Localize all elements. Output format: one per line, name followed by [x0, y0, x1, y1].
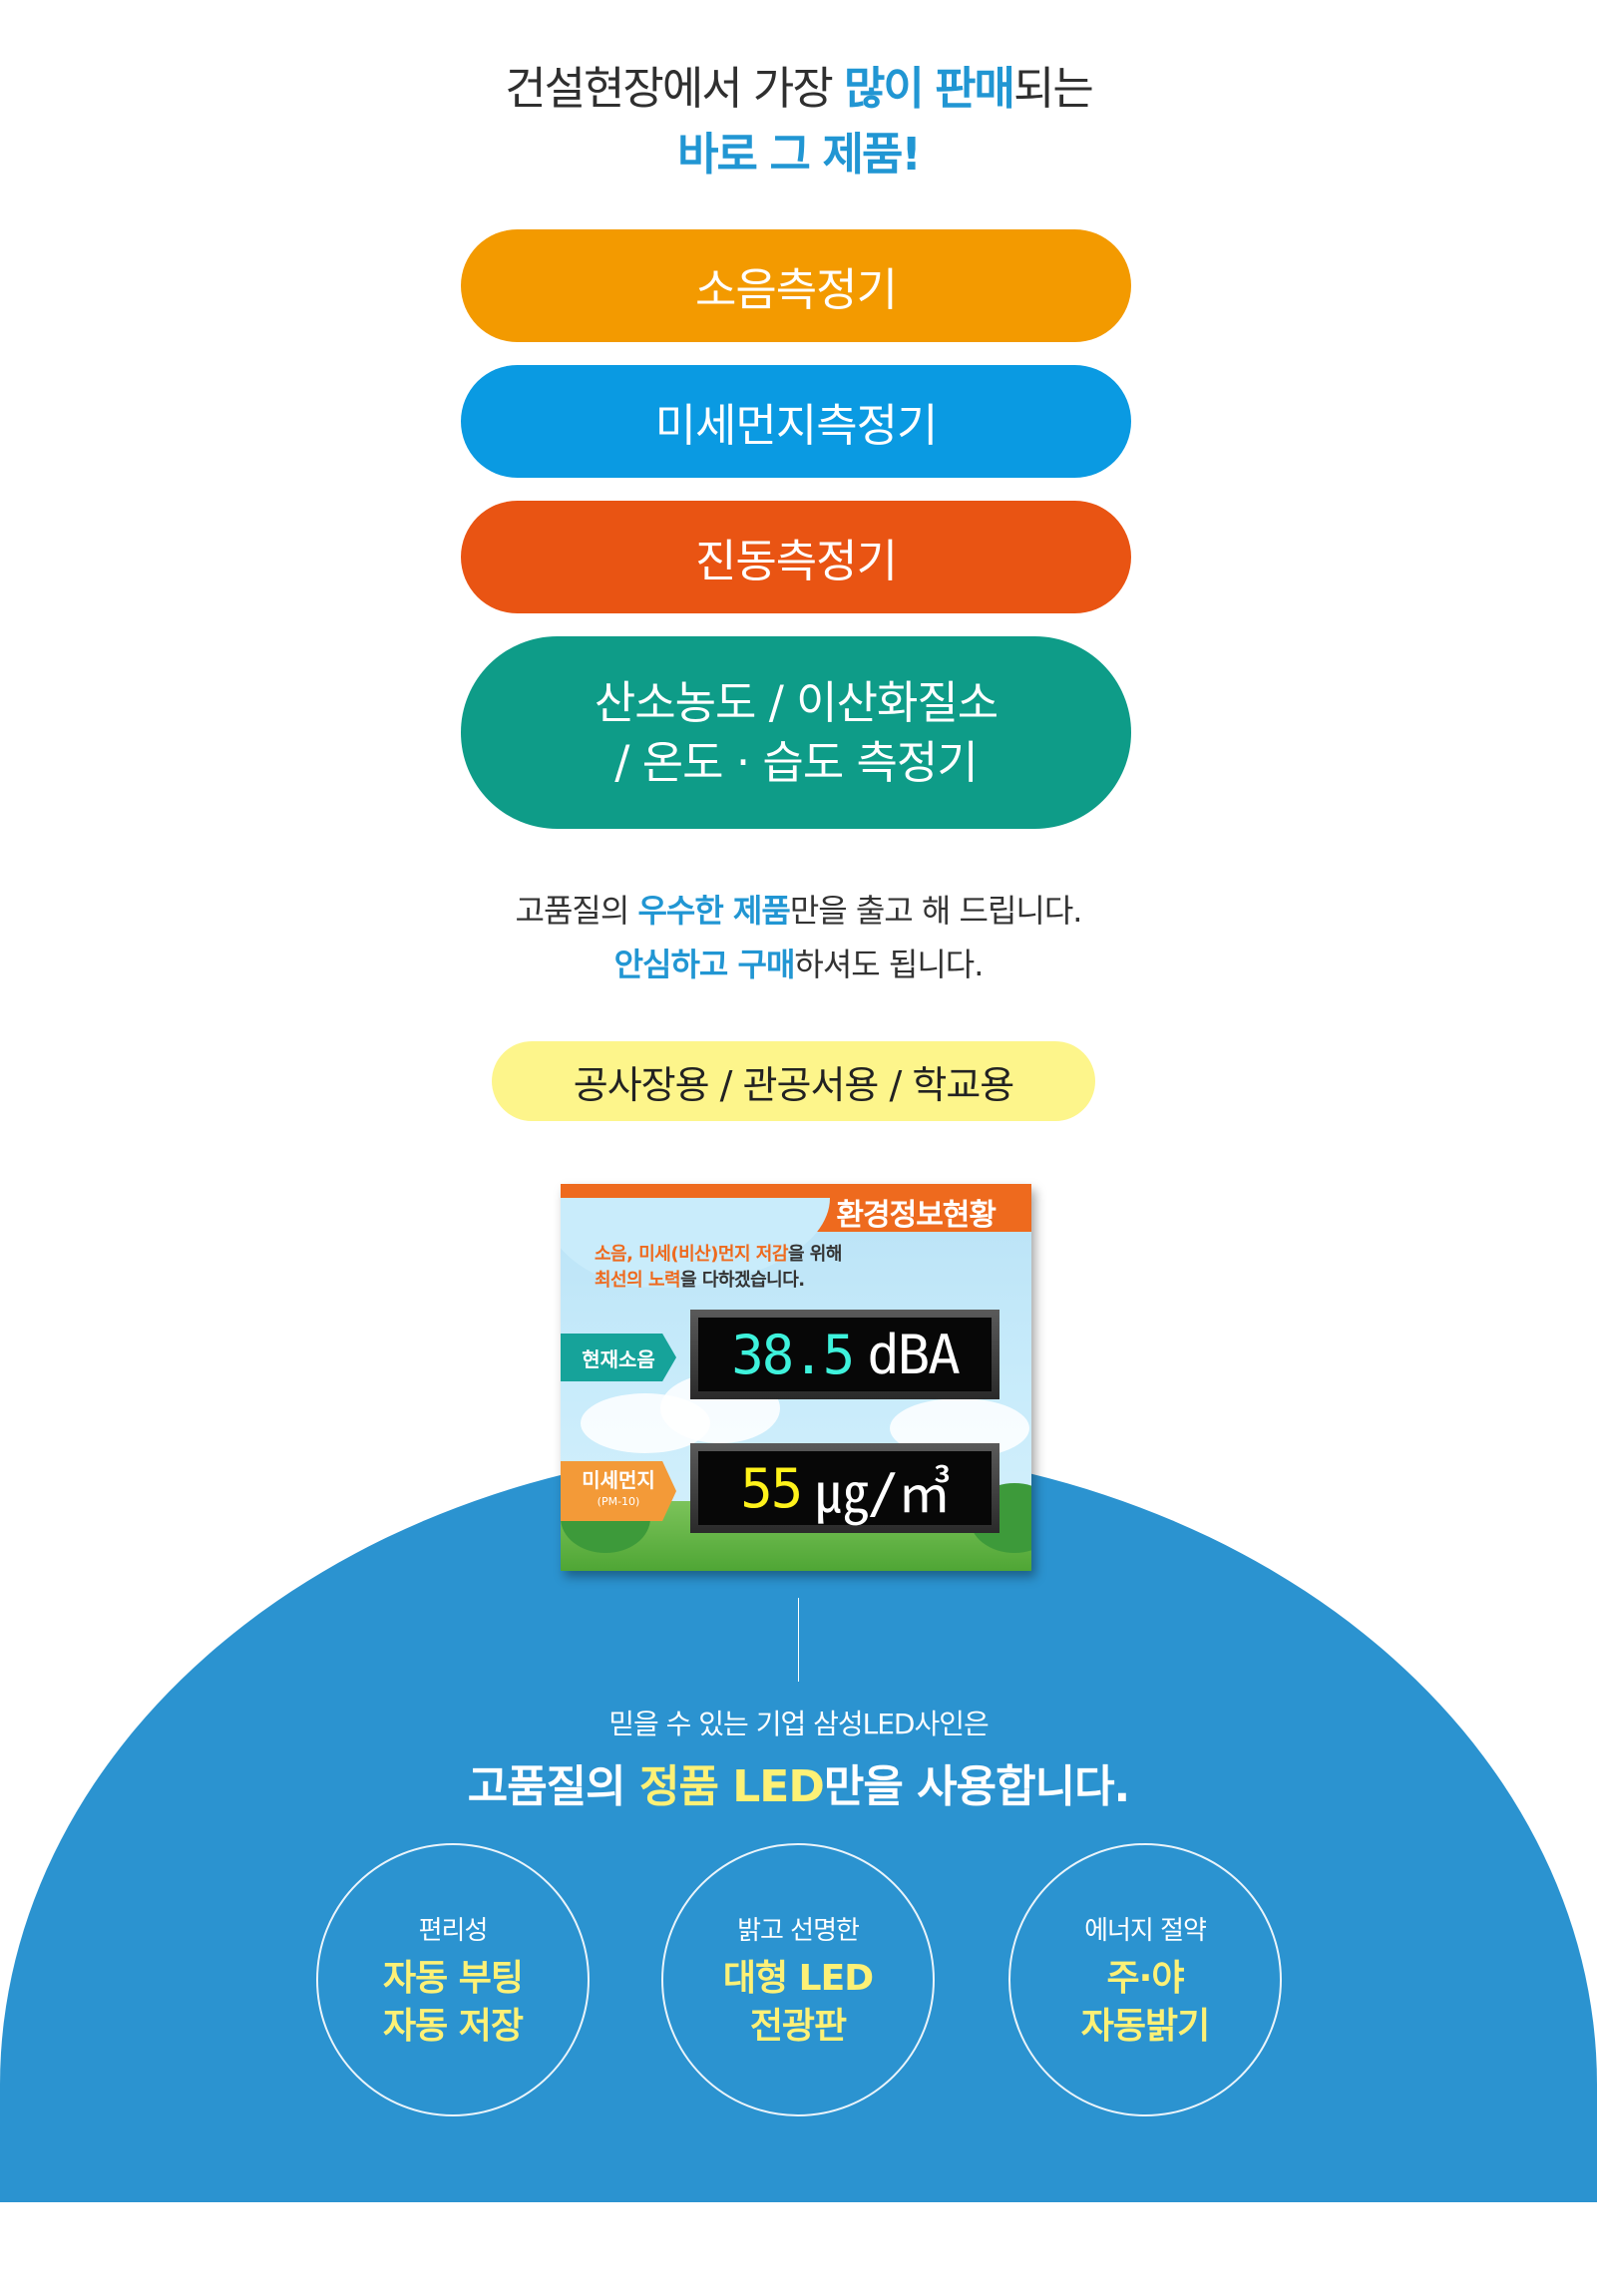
noise-value: 38.5: [731, 1323, 855, 1386]
quality-line2: 안심하고 구매하셔도 됩니다.: [0, 940, 1597, 985]
headline-line2: 바로 그 제품!: [677, 128, 922, 181]
quality-highlight: 우수한 제품: [637, 892, 790, 930]
sign-message-text: 을 위해: [787, 1244, 842, 1265]
headline-space: [923, 62, 935, 115]
product-label: 소음측정기: [694, 263, 898, 316]
noise-tag: 현재소음: [561, 1334, 676, 1381]
sign-message-highlight-2: 최선의 노력: [595, 1270, 681, 1291]
feature-value: 대형 LED 전광판: [722, 1957, 874, 2047]
sign-message-text-2: 을 다하겠습니다.: [680, 1270, 805, 1291]
product-gas-temp-humidity-meter-button[interactable]: 산소농도 / 이산화질소 / 온도 · 습도 측정기: [461, 636, 1131, 829]
headline-text-end: 되는: [1012, 62, 1094, 115]
headline-highlight-sales: 판매: [935, 62, 1015, 115]
led-main-highlight: 정품 LED: [638, 1761, 825, 1812]
feature-label: 밝고 선명한: [737, 1915, 860, 1946]
feature-label: 에너지 절약: [1084, 1915, 1207, 1946]
feature-value: 주·야 자동밝기: [1080, 1957, 1210, 2047]
quality-text: 고품질의: [515, 892, 638, 930]
headline-text: 건설현장에서 가장: [505, 62, 845, 115]
product-vibration-meter-button[interactable]: 진동측정기: [461, 501, 1131, 613]
product-fine-dust-meter-button[interactable]: 미세먼지측정기: [461, 365, 1131, 478]
feature-value: 자동 부팅 자동 저장: [382, 1957, 524, 2047]
dust-tag-label: 미세먼지: [582, 1468, 655, 1492]
product-label-line1: 산소농도 / 이산화질소: [594, 675, 998, 729]
dust-tag: 미세먼지 (PM-10): [561, 1461, 676, 1521]
dust-unit: ㎍/㎥: [815, 1461, 952, 1525]
led-main-text: 고품질의 정품 LED만을 사용합니다.: [0, 1750, 1597, 1814]
product-label: 미세먼지측정기: [654, 399, 939, 452]
noise-unit: dBA: [867, 1323, 961, 1386]
environment-info-sign: 환경정보현황 소음, 미세(비산)먼지 저감을 위해 최선의 노력을 다하겠습니…: [561, 1184, 1031, 1571]
usage-badge: 공사장용 / 관공서용 / 학교용: [492, 1041, 1095, 1121]
feature-convenience: 편리성 자동 부팅 자동 저장: [316, 1843, 590, 2116]
dust-value: 55: [740, 1456, 803, 1520]
product-label: 진동측정기: [694, 535, 898, 587]
led-main-pre: 고품질의: [467, 1761, 639, 1812]
quality-line1: 고품질의 우수한 제품만을 출고 해 드립니다.: [0, 886, 1597, 932]
feature-brightness: 밝고 선명한 대형 LED 전광판: [661, 1843, 935, 2116]
sign-message-line1: 소음, 미세(비산)먼지 저감을 위해: [595, 1240, 842, 1266]
feature-energy-saving: 에너지 절약 주·야 자동밝기: [1008, 1843, 1282, 2116]
feature-label: 편리성: [418, 1915, 489, 1946]
connector-line: [798, 1598, 799, 1682]
sign-message-line2: 최선의 노력을 다하겠습니다.: [595, 1266, 805, 1292]
quality-highlight-2: 안심하고 구매: [613, 946, 796, 983]
noise-tag-label: 현재소음: [582, 1346, 655, 1371]
headline-highlight-many: 많이: [844, 62, 925, 115]
quality-text-end: 만을 출고 해 드립니다.: [789, 892, 1083, 930]
sign-message-highlight: 소음, 미세(비산)먼지 저감: [595, 1244, 788, 1265]
sign-title: 환경정보현황: [836, 1198, 997, 1233]
led-subtitle: 믿을 수 있는 기업 삼성LED사인은: [608, 1708, 990, 1740]
quality-text-end-2: 하셔도 됩니다.: [794, 946, 984, 983]
usage-label: 공사장용 / 관공서용 / 학교용: [573, 1062, 1014, 1107]
product-label-line2: / 온도 · 습도 측정기: [614, 735, 978, 789]
headline-line1: 건설현장에서 가장 많이 판매되는: [0, 52, 1597, 117]
product-noise-meter-button[interactable]: 소음측정기: [461, 229, 1131, 342]
led-main-post: 만을 사용합니다.: [823, 1761, 1130, 1812]
dust-tag-sublabel: (PM-10): [597, 1495, 640, 1508]
